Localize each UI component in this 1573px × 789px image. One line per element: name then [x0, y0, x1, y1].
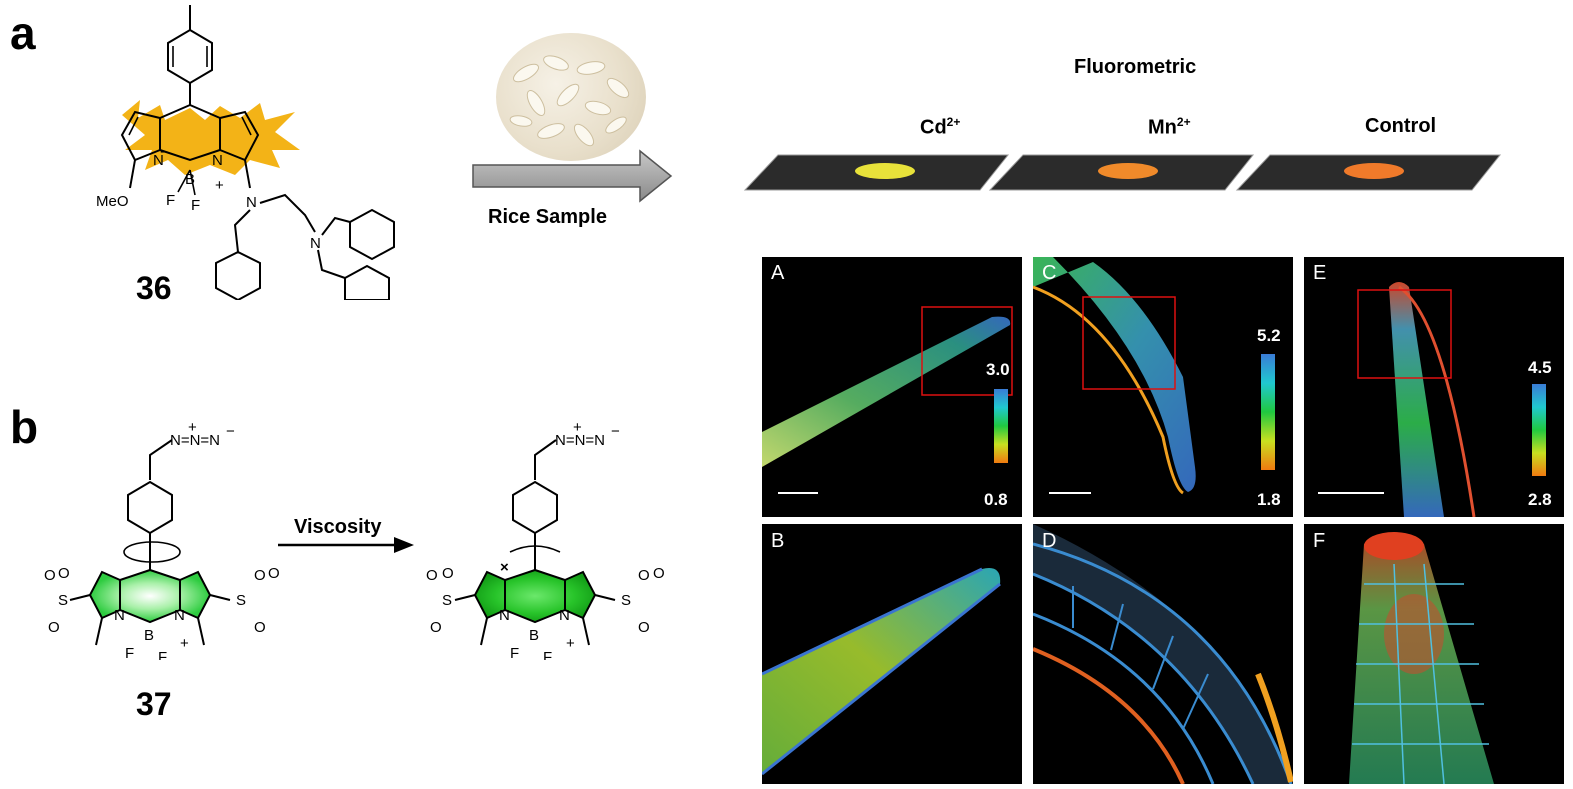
svg-text:N: N: [153, 152, 164, 169]
svg-text:O: O: [430, 619, 442, 636]
micrograph-a: [762, 257, 1022, 517]
svg-text:MeO: MeO: [96, 193, 129, 210]
micrograph-e-label: E: [1313, 262, 1327, 284]
svg-text:N: N: [212, 152, 223, 169]
spot-cd: [855, 163, 915, 179]
svg-text:O: O: [638, 567, 650, 584]
svg-text:N: N: [559, 607, 570, 624]
svg-text:S: S: [621, 592, 631, 609]
svg-text:B: B: [529, 627, 539, 644]
mn-column-label: Mn2+: [1148, 115, 1191, 139]
svg-text:N: N: [310, 235, 321, 252]
svg-text:F: F: [543, 649, 552, 660]
micrograph-a-label: A: [771, 262, 785, 284]
panel-b-letter: b: [10, 401, 39, 453]
micrograph-c: [1033, 257, 1293, 517]
svg-text:+: +: [573, 419, 582, 436]
svg-text:×: ×: [500, 559, 509, 576]
svg-text:S: S: [236, 592, 246, 609]
micrograph-f-label: F: [1313, 530, 1326, 552]
svg-text:O: O: [268, 565, 280, 582]
svg-text:O: O: [638, 619, 650, 636]
svg-text:O: O: [48, 619, 60, 636]
colorbar-a-min: 0.8: [984, 490, 1008, 509]
spot-control: [1344, 163, 1404, 179]
svg-text:N: N: [114, 607, 125, 624]
svg-text:O: O: [254, 567, 266, 584]
cd-column-label: Cd2+: [920, 115, 961, 139]
svg-text:B: B: [144, 627, 154, 644]
svg-text:N: N: [246, 194, 257, 211]
micrograph-c-label: C: [1042, 262, 1057, 284]
svg-text:+: +: [215, 177, 224, 194]
svg-text:−: −: [226, 423, 235, 440]
spot-mn: [1098, 163, 1158, 179]
test-strips: [743, 154, 1502, 191]
svg-text:O: O: [44, 567, 56, 584]
svg-text:+: +: [180, 635, 189, 652]
svg-text:−: −: [611, 423, 620, 440]
svg-text:O: O: [58, 565, 70, 582]
colorbar-c-min: 1.8: [1257, 490, 1281, 509]
svg-text:+: +: [566, 635, 575, 652]
svg-text:−: −: [160, 144, 169, 161]
compound-36-structure: N − B N + F F MeO N N: [96, 5, 395, 300]
fluorescence-burst: [122, 100, 300, 175]
colorbar-e-max: 4.5: [1528, 358, 1552, 377]
micrograph-e: [1304, 257, 1564, 517]
micrograph-d: [1033, 524, 1293, 784]
rice-sample-photo: [496, 33, 646, 161]
compound-36-label: 36: [136, 270, 172, 306]
viscosity-arrow: [278, 537, 414, 553]
svg-text:F: F: [125, 645, 134, 660]
svg-text:O: O: [653, 565, 665, 582]
svg-text:S: S: [442, 592, 452, 609]
compound-37-structure: N=N=N + − N B N + F F S O O O S O O O: [44, 419, 280, 660]
svg-text:O: O: [254, 619, 266, 636]
fluorometric-title: Fluorometric: [1074, 56, 1197, 78]
svg-text:O: O: [426, 567, 438, 584]
svg-text:O: O: [442, 565, 454, 582]
micrograph-f: [1304, 524, 1564, 784]
compound-37-viscous-structure: N=N=N + − × N B N + F F S O O O S O O O: [426, 419, 665, 660]
compound-37-label: 37: [136, 686, 172, 722]
svg-text:F: F: [191, 197, 200, 214]
svg-text:N=N=N: N=N=N: [170, 432, 220, 449]
colorbar-c-max: 5.2: [1257, 326, 1281, 345]
micrograph-b-label: B: [771, 530, 785, 552]
micrograph-b: [762, 524, 1022, 784]
svg-text:B: B: [185, 171, 195, 188]
colorbar-a-max: 3.0: [986, 360, 1010, 379]
rice-sample-arrow: [472, 149, 673, 203]
svg-text:N: N: [499, 607, 510, 624]
panel-a-letter: a: [10, 7, 36, 59]
svg-text:F: F: [158, 649, 167, 660]
control-column-label: Control: [1365, 115, 1437, 137]
colorbar-e-min: 2.8: [1528, 490, 1552, 509]
micrograph-d-label: D: [1042, 530, 1057, 552]
svg-text:F: F: [166, 192, 175, 209]
viscosity-label: Viscosity: [294, 516, 382, 538]
rice-sample-label: Rice Sample: [488, 206, 607, 228]
svg-text:+: +: [188, 419, 197, 436]
svg-text:S: S: [58, 592, 68, 609]
svg-text:F: F: [510, 645, 519, 660]
svg-text:N: N: [174, 607, 185, 624]
svg-text:N=N=N: N=N=N: [555, 432, 605, 449]
